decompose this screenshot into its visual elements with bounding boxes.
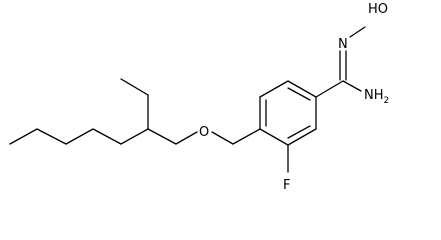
bond-ring-camidine xyxy=(315,80,344,98)
ring-bond-2 xyxy=(259,80,289,98)
fluorine-label: F xyxy=(283,178,290,193)
ring-bond-5-inner xyxy=(287,125,311,139)
bond-c4-c5 xyxy=(92,128,122,145)
amine-nh: NH xyxy=(364,88,384,103)
bond-c5-c6 xyxy=(120,128,149,145)
chemical-structure-diagram: HO N NH2 O F xyxy=(9,2,389,193)
bond-ch2-o xyxy=(175,131,198,145)
ring-bond-6 xyxy=(259,128,289,146)
bonds xyxy=(9,26,366,173)
bond-c2-c3 xyxy=(36,128,67,145)
ring-bond-5 xyxy=(287,128,317,146)
amine-label: NH2 xyxy=(364,88,389,106)
bond-c-nh2 xyxy=(342,80,362,92)
bond-o-ch2 xyxy=(211,131,234,145)
ether-oxygen-label: O xyxy=(199,125,209,140)
atom-labels: HO N NH2 O F xyxy=(199,2,389,193)
bond-ethyl1-ethyl2 xyxy=(120,78,149,96)
hydroxy-label: HO xyxy=(368,2,388,17)
bond-c1-c2 xyxy=(9,128,38,145)
ring-bond-3 xyxy=(287,80,317,98)
ring-bond-3-inner xyxy=(287,87,311,101)
oxime-nitrogen-label: N xyxy=(338,37,348,52)
bond-ch2-ring xyxy=(232,128,261,145)
bond-c6-ch2 xyxy=(147,128,177,145)
bond-c3-c4 xyxy=(65,128,94,145)
amine-subscript: 2 xyxy=(384,96,390,106)
bond-n-o xyxy=(349,26,366,38)
